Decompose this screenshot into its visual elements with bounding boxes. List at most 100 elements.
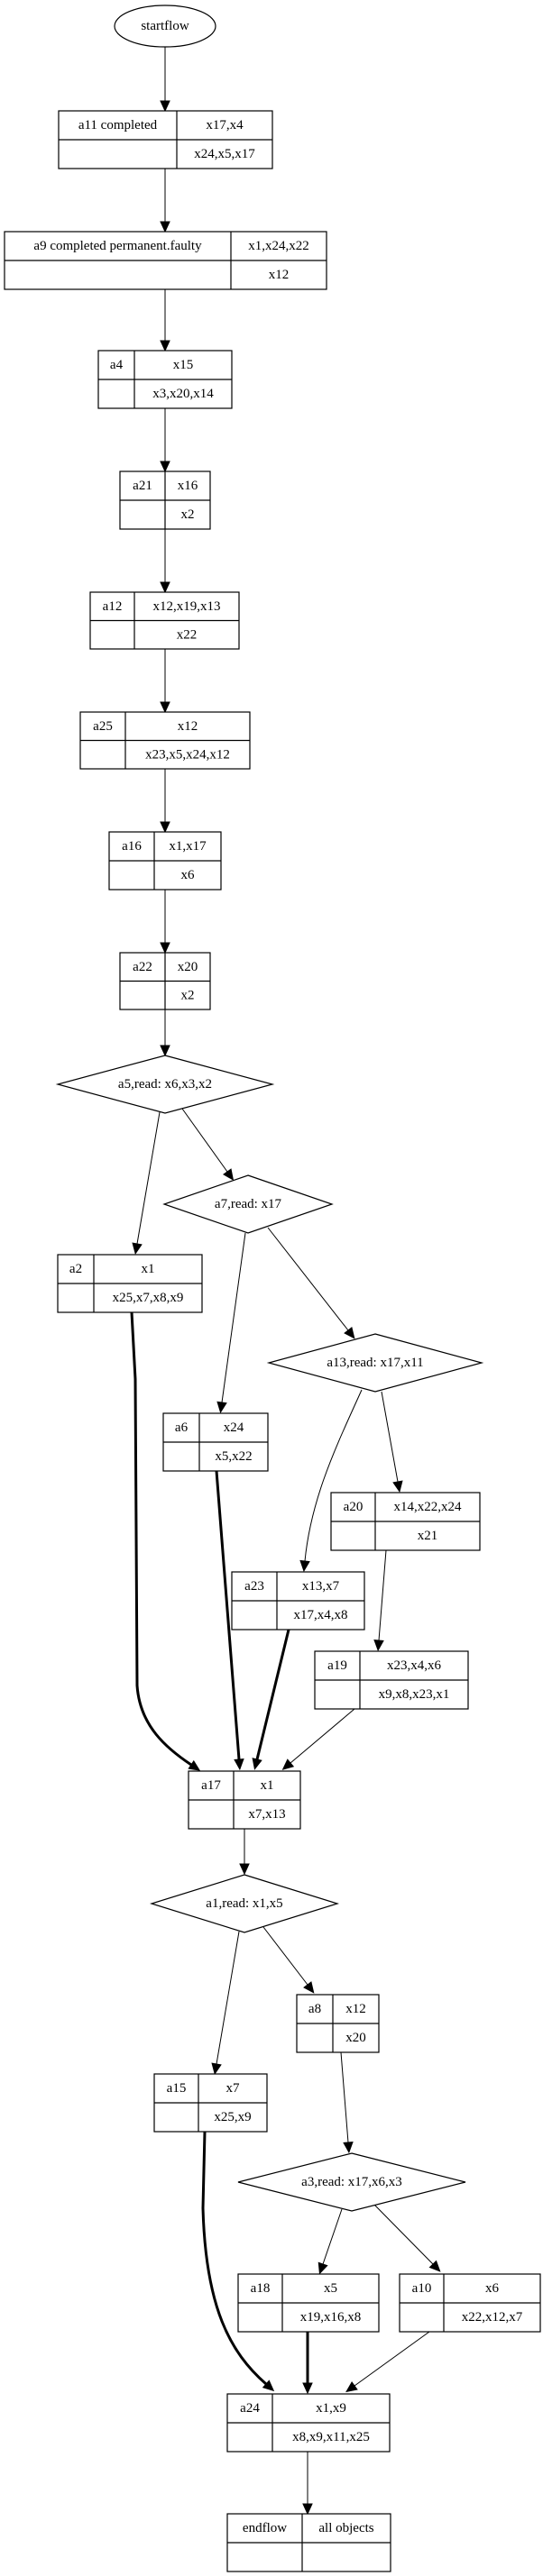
- arrowhead-icon: [299, 1559, 310, 1573]
- node-label: a24: [240, 2401, 260, 2416]
- edge-a6-to-a17: [215, 1470, 244, 1771]
- node-label: a21: [133, 479, 152, 493]
- edge-a5-to-a7: [181, 1108, 235, 1181]
- node-bottom-objects: x3,x20,x14: [152, 387, 214, 401]
- edge-line: [215, 1470, 241, 1760]
- edge-line: [290, 1708, 355, 1764]
- node-label: a9 completed permanent.faulty: [33, 239, 202, 253]
- arrowhead-icon: [216, 1401, 227, 1414]
- arrowhead-icon: [302, 2382, 313, 2395]
- edge-a11-to-a9: [160, 169, 170, 233]
- node-a17[interactable]: a17 x1 x7,x13: [188, 1770, 301, 1830]
- node-top-objects: x1: [142, 1262, 155, 1276]
- decision-label: a7,read: x17: [215, 1197, 282, 1211]
- decision-a13[interactable]: a13,read: x17,x11: [266, 1333, 484, 1393]
- decision-a7[interactable]: a7,read: x17: [162, 1174, 334, 1234]
- edge-a13-to-a23: [299, 1389, 363, 1573]
- node-label: a23: [244, 1579, 264, 1594]
- node-label: a15: [167, 2081, 187, 2096]
- node-top-objects: x5: [324, 2281, 337, 2296]
- decision-a3[interactable]: a3,read: x17,x6,x3: [237, 2152, 466, 2212]
- arrowhead-icon: [345, 2381, 358, 2393]
- node-bottom-objects: x17,x4,x8: [294, 1608, 348, 1622]
- node-label: a16: [122, 839, 142, 854]
- node-label: a11 completed: [78, 118, 158, 132]
- node-top-objects: x12: [178, 719, 198, 734]
- start-node[interactable]: startflow: [114, 5, 216, 48]
- edge-line: [221, 1232, 246, 1403]
- edge-a9-to-a4: [160, 289, 170, 352]
- node-bottom-objects: x2: [181, 507, 195, 522]
- edge-line: [322, 2208, 343, 2265]
- edge-a18-to-a24: [302, 2332, 313, 2395]
- arrowhead-icon: [160, 942, 170, 955]
- edge-a15-to-a24: [201, 2131, 275, 2392]
- node-label: a6: [175, 1420, 189, 1435]
- edge-line: [381, 1391, 399, 1483]
- edge-a5-to-a2: [132, 1111, 161, 1256]
- edges-layer: [130, 47, 441, 2516]
- node-bottom-objects: x9,x8,x23,x1: [379, 1687, 450, 1702]
- edge-a1-to-a8: [262, 1926, 315, 1994]
- arrowhead-icon: [132, 1242, 143, 1256]
- arrowhead-icon: [302, 2503, 313, 2516]
- decision-diamond: [266, 1333, 484, 1393]
- node-top-objects: x24: [224, 1420, 244, 1435]
- node-top-objects: x1: [261, 1778, 274, 1793]
- node-label: a22: [133, 960, 152, 974]
- edge-a7-to-a6: [216, 1232, 246, 1414]
- edge-line: [340, 2051, 349, 2143]
- node-label: a20: [344, 1500, 364, 1514]
- node-label: a8: [308, 2002, 321, 2016]
- node-bottom-objects: x23,x5,x24,x12: [145, 747, 230, 762]
- node-top-objects: x17,x4: [206, 118, 244, 132]
- decision-label: a13,read: x17,x11: [327, 1356, 423, 1370]
- arrowhead-icon: [160, 1045, 170, 1057]
- node-label: a17: [201, 1778, 221, 1793]
- node-label: a4: [110, 358, 124, 372]
- node-top-objects: all objects: [318, 2521, 373, 2535]
- node-bottom-objects: x7,x13: [248, 1807, 285, 1822]
- edge-a3-to-a18: [318, 2208, 343, 2275]
- edge-line: [201, 2131, 267, 2386]
- node-bottom-objects: x22,x12,x7: [462, 2310, 523, 2325]
- node-bottom-objects: x12: [269, 268, 290, 282]
- arrowhead-icon: [252, 1758, 262, 1770]
- edge-a12-to-a25: [160, 649, 170, 714]
- decision-a5[interactable]: a5,read: x6,x3,x2: [55, 1055, 275, 1114]
- node-label: a2: [69, 1262, 82, 1276]
- edge-a21-to-a12: [160, 529, 170, 594]
- decision-diamond: [162, 1174, 334, 1234]
- edge-a17-to-a1: [239, 1829, 250, 1876]
- arrowhead-icon: [234, 1758, 244, 1771]
- edge-a2-to-a17: [130, 1311, 201, 1771]
- node-bottom-objects: x2: [181, 988, 195, 1002]
- node-bottom-objects: x20: [345, 2031, 366, 2045]
- decision-a1[interactable]: a1,read: x1,x5: [149, 1874, 340, 1933]
- decision-diamond: [55, 1055, 275, 1114]
- arrowhead-icon: [392, 1480, 403, 1494]
- arrowhead-icon: [160, 581, 170, 594]
- node-bottom-objects: x21: [418, 1529, 438, 1543]
